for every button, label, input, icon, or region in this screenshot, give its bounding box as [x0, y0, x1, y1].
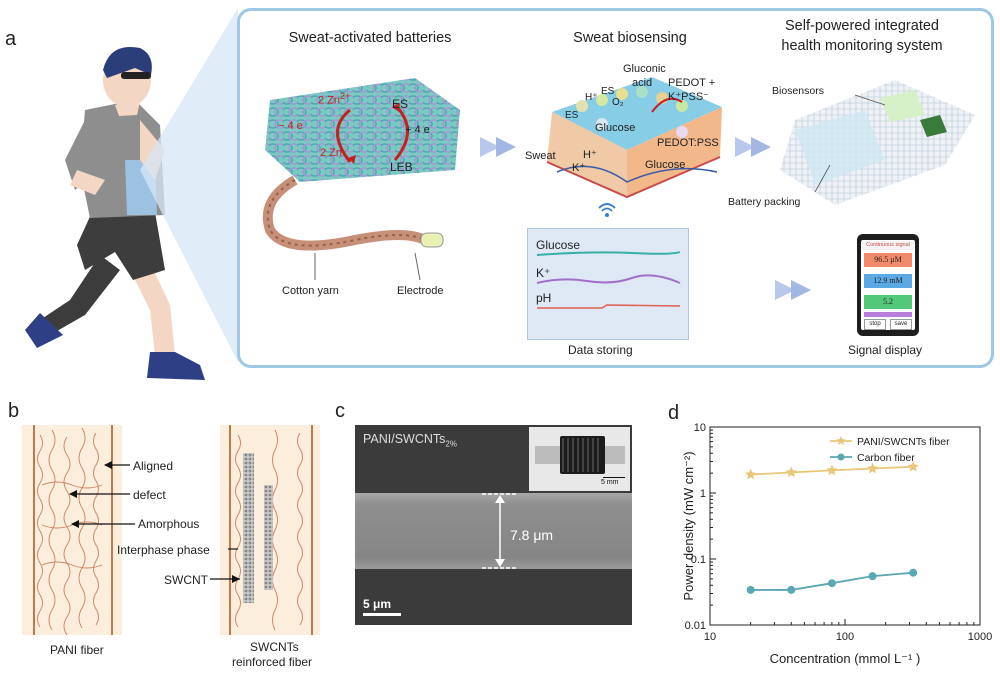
- inset-scale-bar: [603, 477, 625, 478]
- glucose-top-label: Glucose: [595, 122, 636, 134]
- skin-sensor-block: [546, 77, 722, 199]
- flow-arrow-2: [735, 137, 771, 157]
- h-plus-label: H⁺: [583, 149, 597, 161]
- batteries-title: Sweat-activated batteries: [288, 30, 452, 46]
- interphase-label: Interphase phase: [117, 543, 210, 557]
- minus-4e-label: − 4 e: [278, 120, 303, 132]
- gluconic-label-1: Gluconic: [623, 63, 666, 75]
- zoom-fan: [140, 8, 238, 362]
- legend-label-0: PANI/SWCNTs fiber: [857, 436, 950, 448]
- signal-bar: [864, 312, 912, 317]
- stop-button[interactable]: stop: [864, 319, 886, 330]
- x-tick-label: 10: [704, 631, 716, 643]
- sem-scale-bar: [363, 613, 401, 616]
- zn-bottom-label: 2 Zn: [320, 147, 343, 159]
- series-marker-star: [785, 466, 797, 478]
- system-title-1: Self-powered integrated: [785, 18, 939, 34]
- pani-fiber-label: PANI fiber: [50, 643, 104, 657]
- width-measure: [482, 493, 518, 569]
- kpss-label: K⁺PSS⁻: [668, 91, 709, 103]
- save-button[interactable]: save: [890, 319, 912, 330]
- series-marker-circle: [827, 579, 836, 588]
- gluconic-label-2: acid: [632, 77, 653, 89]
- electrode-label: Electrode: [397, 285, 444, 297]
- glucose-bottom-label: Glucose: [645, 159, 686, 171]
- integrated-textile: [780, 80, 975, 205]
- flow-arrow-3: [775, 280, 811, 300]
- y-tick-label: 1: [700, 488, 706, 500]
- wireless-icon: [598, 203, 616, 217]
- series-marker-star: [826, 464, 838, 476]
- reinforced-label-1: SWCNTs: [250, 640, 299, 654]
- leb-label: LEB: [390, 160, 413, 174]
- series-marker-star: [907, 460, 919, 472]
- aligned-label: Aligned: [133, 459, 174, 473]
- sem-sample-label: PANI/SWCNTs2%: [363, 432, 457, 449]
- data-storing-box: [527, 228, 689, 340]
- battery-textile: [262, 78, 460, 251]
- signal-display-label: Signal display: [848, 343, 923, 357]
- x-tick-label: 1000: [968, 631, 992, 643]
- sweat-label: Sweat: [525, 150, 556, 162]
- signal-k-value: 12.9 mM: [864, 274, 912, 288]
- ds-glucose-label: Glucose: [536, 238, 581, 252]
- biosensors-label: Biosensors: [772, 85, 824, 97]
- ds-ph-label: pH: [536, 291, 552, 305]
- signal-glucose-value: 96.5 μM: [864, 253, 912, 267]
- sem-inset-fiber: [535, 436, 625, 474]
- series-marker-circle: [909, 568, 918, 577]
- es-left-label: ES: [565, 110, 579, 121]
- legend-marker-star: [836, 436, 846, 446]
- es-label: ES: [392, 97, 409, 111]
- series-marker-star: [744, 468, 757, 480]
- sem-scale-label: 5 μm: [363, 597, 392, 611]
- biosensing-title: Sweat biosensing: [573, 30, 687, 46]
- pedot-plus-label: PEDOT +: [668, 77, 716, 89]
- inset-scale-label: 5 mm: [601, 479, 619, 486]
- y-axis-label: Power density (mW cm⁻²): [681, 451, 696, 600]
- ds-k-label: K⁺: [536, 266, 551, 280]
- o2-label: O₂: [612, 97, 624, 108]
- es-mid-label: ES: [601, 86, 615, 97]
- system-title-2: health monitoring system: [781, 38, 943, 54]
- legend-label-1: Carbon fiber: [857, 452, 915, 464]
- panel-d-letter: d: [668, 402, 680, 424]
- width-value-label: 7.8 μm: [510, 527, 554, 543]
- x-axis-label: Concentration (mmol L⁻¹ ): [770, 651, 921, 666]
- pani-fiber-diagram: [22, 425, 122, 635]
- series-marker-star: [866, 462, 879, 474]
- reinforced-label-2: reinforced fiber: [232, 655, 313, 669]
- flow-arrow-1: [480, 137, 516, 157]
- panel-b-pointers: [69, 461, 240, 583]
- cotton-yarn-label: Cotton yarn: [282, 285, 339, 297]
- data-traces: [536, 251, 681, 309]
- series-marker-circle: [746, 585, 755, 594]
- plus-4e-label: + 4 e: [405, 124, 430, 136]
- battery-leader-lines: [314, 252, 421, 281]
- y-tick-label: 10: [694, 422, 706, 434]
- defect-label: defect: [133, 488, 166, 502]
- series-marker-circle: [868, 572, 877, 581]
- swcnt-label: SWCNT: [164, 573, 208, 587]
- y-tick-label: 0.1: [691, 554, 706, 566]
- zn2plus-top: 2 Zn2+: [318, 91, 351, 107]
- panel-a-letter: a: [5, 28, 17, 50]
- y-tick-label: 0.01: [685, 620, 706, 632]
- data-storing-label: Data storing: [568, 343, 633, 357]
- h-left-label: H⁺: [585, 92, 598, 103]
- panel-c-letter: c: [335, 400, 345, 422]
- sem-fiber: [355, 493, 632, 569]
- series-marker-circle: [787, 585, 796, 594]
- k-plus-label: K⁺: [572, 162, 586, 174]
- pedot-pss-label: PEDOT:PSS: [657, 137, 719, 149]
- battery-packing-label: Battery packing: [728, 196, 801, 208]
- amorphous-label: Amorphous: [138, 517, 200, 531]
- reinforced-fiber-diagram: [220, 425, 320, 635]
- legend-marker-circle: [837, 453, 845, 461]
- signal-ph-value: 5.2: [864, 295, 912, 309]
- x-tick-label: 100: [836, 631, 854, 643]
- panel-b-letter: b: [8, 400, 20, 422]
- phone-header: Continuous signal: [862, 241, 914, 250]
